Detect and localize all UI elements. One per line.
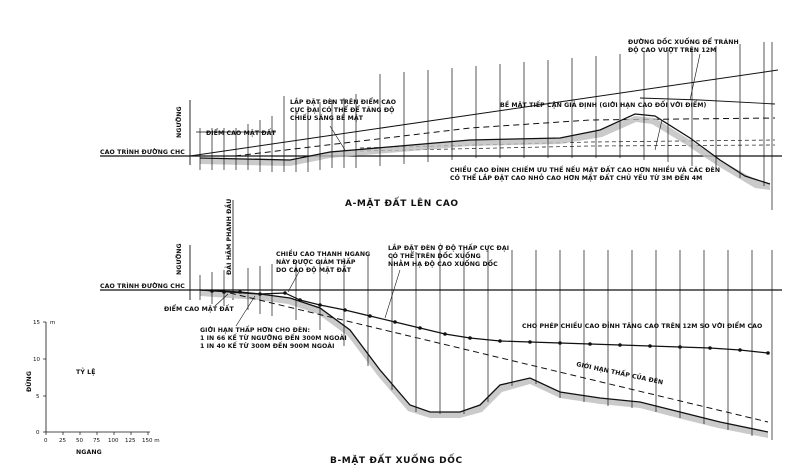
b-note-install-2: CÓ THỂ TRÊN DỐC XUỐNG bbox=[388, 250, 481, 260]
b-light-stations bbox=[199, 250, 773, 440]
scale-h-tick-150: 150 m bbox=[142, 438, 160, 444]
b-note-allow: CHO PHÉP CHIỀU CAO ĐỈNH TĂNG CAO TRÊN 12… bbox=[522, 320, 762, 330]
a-slope-leader bbox=[689, 53, 701, 101]
a-note-install-1: LẮP ĐẶT ĐÈN TRÊN ĐIỂM CAO bbox=[290, 96, 396, 106]
b-note-crossbar-1: CHIỀU CAO THANH NGANG bbox=[276, 248, 370, 258]
scale-v-tick-15: 15 bbox=[33, 320, 40, 326]
b-brake-point-label: ĐẢI HÃM PHANH ĐẦU bbox=[223, 199, 233, 275]
a-light-plane-dashed bbox=[234, 117, 776, 157]
b-note-crossbar-2: NÀY ĐƯỢC GIẢM THẤP bbox=[276, 256, 356, 266]
a-install-leader bbox=[329, 125, 346, 151]
b-note-limit-1: GIỚI HẠN THẤP HƠN CHO ĐÈN: bbox=[200, 324, 310, 334]
a-runway-elevation-label: CAO TRÌNH ĐƯỜNG CHC bbox=[100, 147, 185, 156]
b-threshold-label: NGƯỠNG bbox=[174, 243, 183, 275]
scale-h-tick-100: 100 bbox=[108, 438, 119, 444]
a-note-install-2: CỰC ĐẠI CÓ THỂ ĐỂ TĂNG ĐỘ bbox=[290, 104, 395, 114]
scale-h-tick-50: 50 bbox=[76, 438, 83, 444]
b-note-lower: GIỚI HẠN THẤP CỦA ĐÈN bbox=[576, 358, 665, 386]
a-note-height-1: CHIỀU CAO ĐỈNH CHIẾM ƯU THẾ NẾU MẶT ĐẤT … bbox=[450, 164, 720, 174]
a-note-slope-2: ĐỘ CAO VƯỢT TRÊN 12M bbox=[628, 45, 716, 54]
a-slope-down-line bbox=[639, 97, 776, 105]
b-runway-elevation-label: CAO TRÌNH ĐƯỜNG CHC bbox=[100, 281, 185, 290]
b-title: B-MẶT ĐẤT XUỐNG DỐC bbox=[330, 453, 463, 466]
b-note-install-3: NHẰM HẠ ĐỘ CAO XUỐNG DỐC bbox=[388, 258, 498, 268]
b-limit-leader bbox=[235, 295, 256, 327]
a-note-surface: BỀ MẶT TIẾP CẬN GIẢ ĐỊNH (GIỚI HẠN CAO Đ… bbox=[500, 99, 706, 109]
scale-horizontal-label: NGANG bbox=[76, 449, 102, 456]
b-lower-limit-dashed bbox=[229, 292, 769, 423]
scale-vertical-label: ĐỨNG bbox=[24, 371, 33, 392]
scale-v-unit: m bbox=[50, 320, 55, 326]
scale-h-tick-75: 75 bbox=[93, 438, 100, 444]
scale-legend: 0 5 10 15 m 0 25 50 75 100 125 150 m ĐỨN… bbox=[24, 320, 160, 456]
b-ground-point-leader bbox=[214, 293, 229, 307]
scale-v-tick-10: 10 bbox=[33, 357, 40, 363]
scale-label: TỶ LỆ bbox=[76, 366, 96, 376]
b-note-install-1: LẮP ĐẶT ĐÈN Ở ĐỘ THẤP CỰC ĐẠI bbox=[388, 242, 509, 252]
b-terrain-profile bbox=[199, 289, 769, 433]
b-install-leader bbox=[384, 269, 401, 319]
scale-v-tick-0: 0 bbox=[36, 430, 40, 436]
b-note-limit-2: 1 IN 66 KẾ TỪ NGƯỠNG ĐẾN 300M NGOÀI bbox=[200, 332, 347, 342]
a-height-leader bbox=[654, 119, 663, 151]
a-threshold-label: NGƯỠNG bbox=[174, 106, 183, 138]
b-crossbar-leader bbox=[287, 269, 301, 293]
a-light-stations bbox=[199, 42, 773, 210]
a-note-install-3: CHIẾU SÁNG BỀ MẶT bbox=[290, 112, 364, 122]
scale-h-tick-0: 0 bbox=[44, 438, 48, 444]
b-light-height-line bbox=[199, 289, 769, 354]
b-note-limit-3: 1 IN 40 KẾ TỪ 300M ĐẾN 900M NGOÀI bbox=[200, 340, 335, 350]
diagram-b-falling-terrain: CAO TRÌNH ĐƯỜNG CHC NGƯỠNG ĐẢI HÃM PHANH… bbox=[100, 199, 782, 466]
scale-v-tick-5: 5 bbox=[36, 394, 40, 400]
a-approach-surface bbox=[189, 69, 779, 157]
scale-h-tick-25: 25 bbox=[59, 438, 66, 444]
a-title: A-MẶT ĐẤT LÊN CAO bbox=[345, 196, 459, 209]
a-terrain-profile bbox=[199, 113, 771, 185]
b-ground-point-label: ĐIỂM CAO MẶT ĐẤT bbox=[164, 303, 235, 313]
a-lower-band-dashed bbox=[359, 139, 776, 149]
b-terrain-shading bbox=[200, 290, 768, 438]
diagram-a-rising-terrain: CAO TRÌNH ĐƯỜNG CHC NGƯỠNG ĐIỂM CAO MẶT … bbox=[100, 36, 782, 210]
a-ground-point-label: ĐIỂM CAO MẶT ĐẤT bbox=[206, 127, 277, 137]
b-note-crossbar-3: DO CAO ĐỘ MẶT ĐẤT bbox=[276, 264, 352, 274]
a-note-height-2: CÓ THỂ LẮP ĐẶT CAO NHỎ CAO HƠN MẶT ĐẤT C… bbox=[450, 172, 702, 182]
scale-ticks bbox=[43, 321, 149, 435]
a-lower-band-dashed-2 bbox=[359, 144, 776, 152]
b-light-points bbox=[210, 289, 770, 355]
scale-h-tick-125: 125 bbox=[125, 438, 136, 444]
a-note-slope-1: ĐƯỜNG DỐC XUỐNG ĐỂ TRÁNH bbox=[628, 36, 739, 46]
